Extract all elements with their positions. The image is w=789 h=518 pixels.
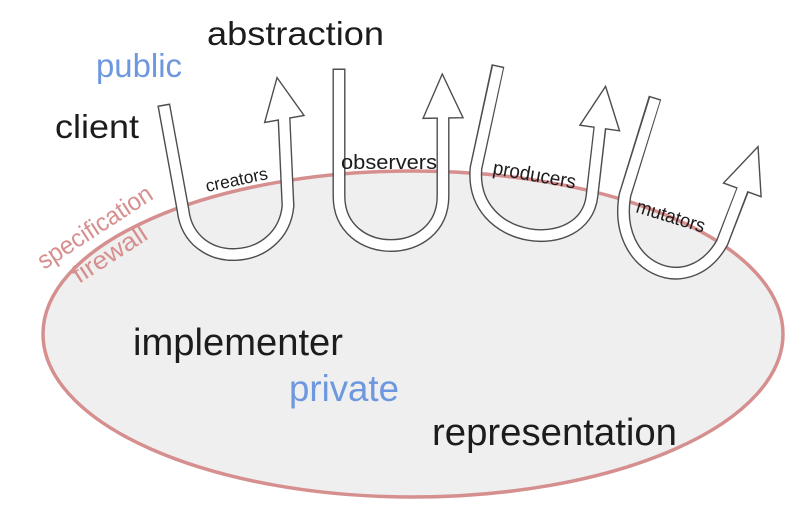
label-client: client (55, 108, 139, 145)
arrow-tube-fill (333, 70, 449, 251)
label-public: public (96, 47, 182, 84)
label-observers: observers (341, 152, 437, 174)
producers-uturn-arrow (469, 64, 621, 243)
arrow-head (421, 72, 465, 120)
label-representation: representation (432, 412, 677, 454)
arrow-tube-fill (158, 105, 294, 260)
label-abstraction: abstraction (207, 15, 384, 52)
creators-uturn-arrow (157, 76, 306, 261)
arrow-tube-fill (470, 65, 606, 241)
arrow-head (263, 76, 306, 124)
label-private: private (289, 368, 399, 409)
arrow-head (578, 84, 621, 132)
observers-uturn-arrow (332, 68, 465, 252)
mutators-uturn-arrow (617, 95, 762, 280)
arrow-tube-fill (618, 97, 748, 279)
arrow-head (722, 145, 762, 198)
label-implementer: implementer (133, 322, 343, 364)
